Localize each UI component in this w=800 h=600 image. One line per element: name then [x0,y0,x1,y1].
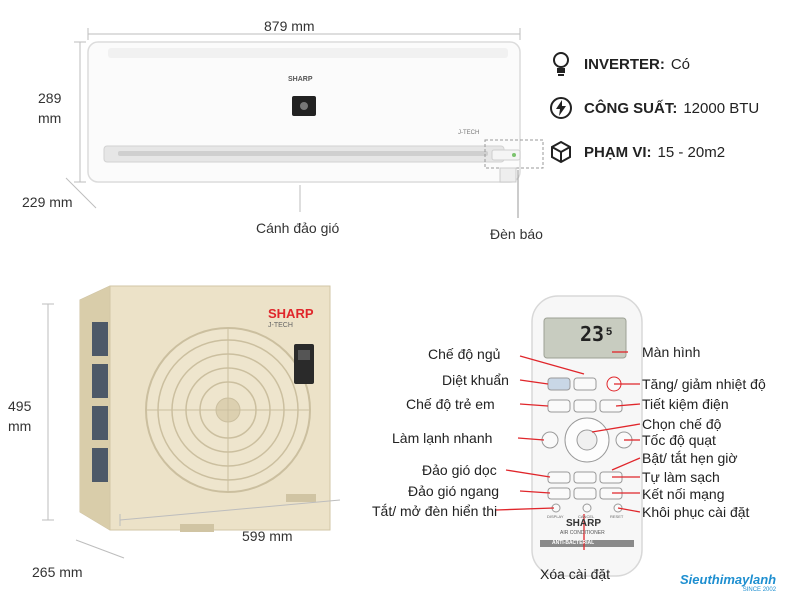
outdoor-brand-text: SHARP [268,306,314,321]
remote-label-timer: Bật/ tắt hẹn giờ [642,450,738,466]
spec-range: PHẠM VI: 15 - 20m2 [548,132,725,172]
remote-label-reset: Khôi phục cài đặt [642,504,750,520]
indoor-dimension-lines [65,28,521,218]
spec-inverter: INVERTER: Có [548,44,690,84]
outdoor-depth-label: 265 mm [32,564,83,580]
spec-power-value: 12000 BTU [683,99,760,117]
remote-display-value: 23 [580,322,605,346]
indoor-height-unit: mm [38,110,62,126]
indoor-feature-badge: J-TECH [458,130,480,136]
remote-leader-lines [495,351,641,550]
box-icon [548,139,574,165]
outdoor-feature-badge: J-TECH [268,322,293,329]
lightning-icon [548,95,574,121]
watermark-logo: Sieuthimaylanh SINCE 2002 [680,572,776,593]
remote-label-screen: Màn hình [642,344,701,360]
spec-range-key: PHẠM VI: [584,143,652,161]
remote-label-sleep: Chế độ ngủ [428,346,501,362]
remote-label-wifi: Kết nối mạng [642,486,725,502]
remote-label-fan-speed: Tốc độ quạt [642,432,716,448]
remote-label-antibacterial: Diệt khuẩn [442,372,509,388]
spec-inverter-value: Có [670,55,691,73]
indoor-unit [87,41,544,183]
indoor-height-value: 289 [38,90,62,106]
remote-reset-button-label: RESET [610,514,624,519]
spec-power-key: CÔNG SUẤT: [584,99,678,117]
remote-band-text: ANTI-BACTERIAL [552,540,595,546]
indoor-depth-label: 229 mm [22,194,73,210]
remote-display-decimal: 5 [606,326,613,338]
remote-label-vertical-swing: Đảo gió dọc [422,462,497,478]
bulb-icon [548,51,574,77]
remote-label-horizontal-swing: Đảo gió ngang [408,483,500,499]
remote-label-display-toggle: Tắt/ mở đèn hiển thi [372,503,498,519]
spec-inverter-key: INVERTER: [584,55,665,73]
indicator-light-label: Đèn báo [490,226,543,242]
remote-label-clear-settings: Xóa cài đặt [540,566,611,582]
watermark-since: SINCE 2002 [742,587,777,593]
remote-display-button-label: DISPLAY [547,514,564,519]
indoor-width-label: 879 mm [264,18,315,34]
remote-label-self-clean: Tự làm sạch [642,469,720,485]
outdoor-width-label: 599 mm [242,528,293,544]
remote-label-child-mode: Chế độ trẻ em [406,396,495,412]
remote-label-eco: Tiết kiệm điện [642,396,729,412]
remote-cancel-button-label: CANCEL [578,514,595,519]
remote-brand-text: SHARP [566,518,602,529]
spec-power: CÔNG SUẤT: 12000 BTU [548,88,759,128]
remote-label-quick-cool: Làm lạnh nhanh [392,430,493,446]
vane-label: Cánh đảo gió [256,220,340,236]
remote-label-mode: Chọn chế độ [642,416,722,432]
outdoor-unit [79,285,331,532]
spec-range-value: 15 - 20m2 [657,143,726,161]
remote-sub-text: AIR CONDITIONER [560,530,605,536]
watermark-name: Sieuthimaylanh [680,572,777,587]
indoor-brand-text: SHARP [288,76,313,83]
outdoor-height-value: 495 [8,398,32,414]
outdoor-height-unit: mm [8,418,32,434]
remote-label-temperature: Tăng/ giảm nhiệt độ [642,376,766,392]
outdoor-dimension-lines [42,303,341,559]
remote-control [531,295,643,577]
